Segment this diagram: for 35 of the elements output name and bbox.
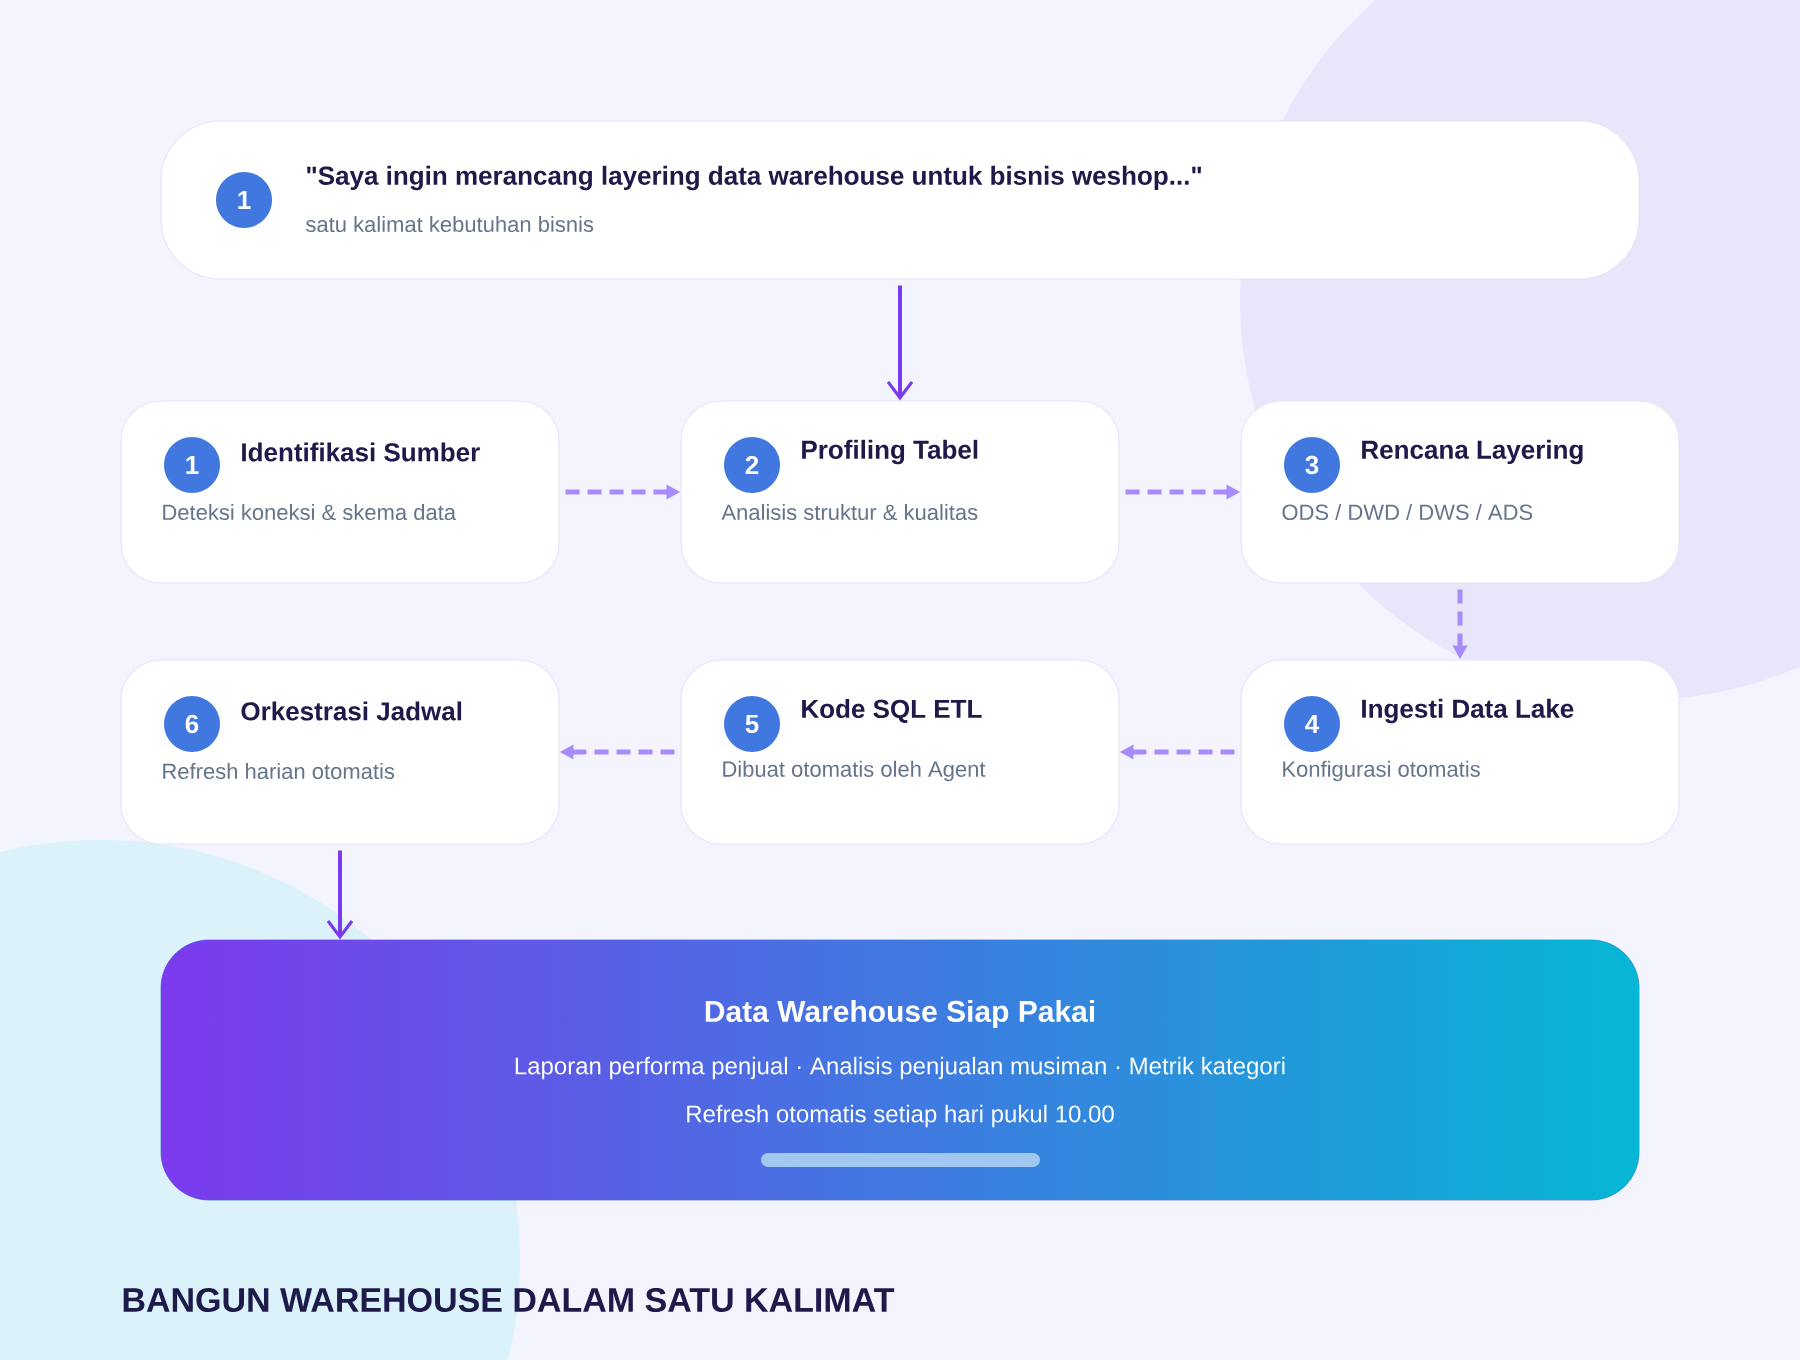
number-badge: 5 (724, 696, 780, 752)
step-card (1240, 400, 1680, 584)
step-description: Dibuat otomatis oleh Agent (723, 760, 986, 782)
banner-text: Refresh otomatis setiap hari pukul 10.00 (687, 1104, 1114, 1128)
step-title: Kode SQL ETL (802, 699, 982, 723)
step-description: ODS / DWD / DWS / ADS (1282, 503, 1533, 521)
step-description: Refresh harian otomatis (163, 762, 395, 780)
step-card (1240, 659, 1680, 845)
step-title: Orkestrasi Jadwal (241, 701, 462, 721)
number-badge: 4 (1284, 696, 1340, 752)
banner-text: Laporan performa penjual · Analisis penjualan musiman · Metrik kategori (515, 1056, 1285, 1080)
number-badge: 1 (164, 437, 220, 493)
step-card (680, 659, 1120, 845)
step-description: Deteksi koneksi & skema data (163, 503, 457, 521)
arrow (886, 285, 914, 401)
quote-text: "Saya ingin merancang layering data warehouse untuk bisnis weshop..." (307, 165, 1201, 191)
step-description: Konfigurasi otomatis (1283, 760, 1480, 782)
page-title: BANGUN WAREHOUSE DALAM SATU KALIMAT (123, 1287, 895, 1313)
result-banner (160, 939, 1640, 1201)
step-card (680, 400, 1120, 584)
step-card (120, 400, 560, 584)
step-title: Rencana Layering (1362, 439, 1583, 465)
step-title: Profiling Tabel (802, 439, 978, 465)
prompt-card (160, 120, 1640, 280)
banner-title: Data Warehouse Siap Pakai (705, 1000, 1095, 1028)
step-title: Ingesti Data Lake (1362, 698, 1574, 724)
number-badge: 2 (724, 437, 780, 493)
number-badge: 1 (216, 172, 272, 228)
caption-text: satu kalimat kebutuhan bisnis (306, 215, 594, 233)
number-badge: 3 (1284, 437, 1340, 493)
number-badge: 6 (164, 696, 220, 752)
step-card (120, 659, 560, 845)
step-description: Analisis struktur & kualitas (721, 503, 978, 521)
arrow (326, 850, 354, 940)
step-title: Identifikasi Sumber (242, 442, 480, 462)
